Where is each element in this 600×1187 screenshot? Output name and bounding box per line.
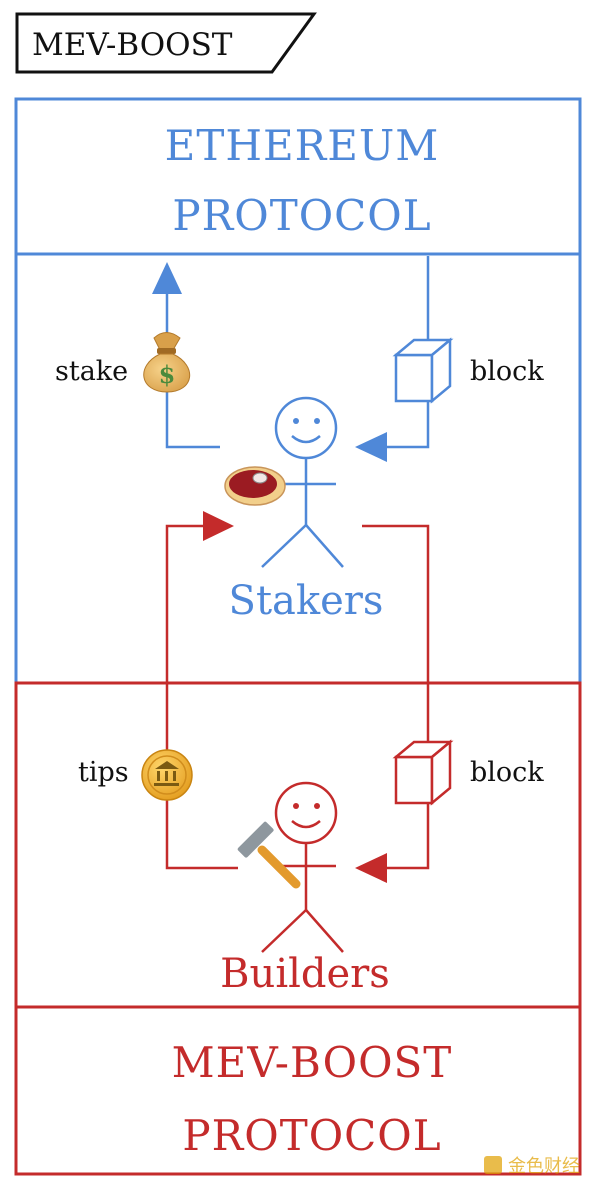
- stakers-block-cube-icon: [392, 337, 454, 404]
- tips-label: tips: [78, 757, 129, 788]
- header-tag-label: MEV-BOOST: [32, 27, 233, 63]
- hammer-icon: [237, 821, 301, 889]
- mev-boost-title-line2: PROTOCOL: [182, 1111, 441, 1160]
- tips-arrow: [165, 511, 238, 870]
- builders-block-label: block: [470, 757, 544, 788]
- mev-boost-title-line1: MEV-BOOST: [172, 1038, 453, 1087]
- stakers-label: Stakers: [229, 578, 384, 624]
- builders-label: Builders: [220, 951, 390, 997]
- watermark-text: 金色财经: [508, 1156, 580, 1177]
- block-to-builders-arrow: [355, 524, 430, 883]
- svg-text:$: $: [159, 360, 176, 389]
- ethereum-title-line2: PROTOCOL: [172, 191, 431, 240]
- stakers-block-label: block: [470, 356, 544, 387]
- mev-boost-protocol-box: MEV-BOOST PROTOCOL: [14, 681, 582, 1176]
- staker-figure: [261, 396, 344, 568]
- stake-label: stake: [55, 356, 128, 387]
- block-to-stakers-arrow: [355, 256, 430, 462]
- coin-icon: [141, 749, 193, 801]
- steak-icon: [224, 466, 286, 506]
- header-tag: MEV-BOOST: [15, 12, 317, 74]
- builders-block-cube-icon: [392, 739, 454, 806]
- money-bag-icon: $: [143, 332, 190, 393]
- ethereum-title-line1: ETHEREUM: [165, 121, 440, 170]
- builder-figure: [261, 781, 344, 953]
- watermark: 金色财经: [484, 1156, 580, 1177]
